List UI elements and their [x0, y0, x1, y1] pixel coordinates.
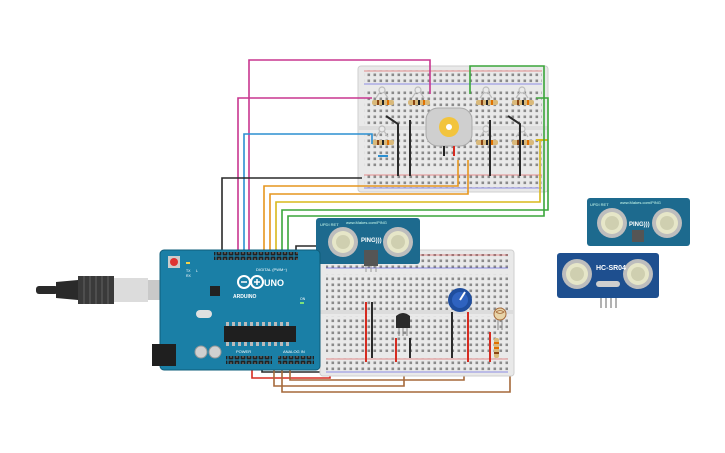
on-label: ON [300, 297, 306, 301]
ping-sensor-2: UPDI RET www.Makes.com/PING PING))) [587, 198, 690, 246]
board-brand: ARDUINO [233, 294, 256, 300]
ping-side-label: UPDI RET [320, 222, 339, 227]
potentiometer [448, 288, 472, 312]
tx-label: TX [186, 269, 191, 273]
lower-resistor [494, 338, 499, 358]
blue-wire [243, 133, 373, 256]
resistor [512, 140, 534, 145]
ping2-maker-line: www.Makes.com/PING [620, 200, 661, 205]
resistor [476, 100, 498, 105]
magenta-wire-2 [237, 97, 372, 256]
resistor [408, 100, 430, 105]
wires [221, 59, 549, 393]
l-label: L [196, 269, 198, 273]
ping-maker-line: www.Makes.com/PING [346, 220, 387, 225]
lower-breadboard [319, 249, 515, 377]
green-wire-2 [287, 65, 545, 256]
led [375, 86, 529, 138]
ping-sensor-1: UPDI RET www.Makes.com/PING PING))) [316, 218, 420, 272]
yellow-wire [275, 140, 541, 256]
digital-label: DIGITAL (PWM~) [256, 267, 288, 272]
orange-wire-1 [263, 160, 459, 256]
orange-wire-2 [269, 160, 469, 256]
rx-label: RX [186, 274, 192, 278]
ping2-side-label: UPDI RET [590, 202, 609, 207]
arduino-uno-board: UNO ARDUINO DIGITAL (PWM~) POWER ANALOG … [152, 249, 321, 371]
analog-label: ANALOG IN [283, 349, 305, 354]
arduino-logo [237, 275, 264, 289]
resistor [512, 100, 534, 105]
board-model: UNO [264, 278, 284, 288]
temperature-sensor [396, 313, 410, 336]
top-board-jumpers [378, 115, 548, 176]
led-resistor-group [372, 86, 534, 145]
lower-jumpers [365, 302, 491, 362]
ping-logo: PING))) [361, 238, 382, 244]
power-label: POWER [236, 349, 251, 354]
hc-label: HC-SR04 [596, 265, 626, 272]
resistor [476, 140, 498, 145]
resistor [372, 140, 394, 145]
ping2-logo: PING))) [629, 222, 650, 228]
dc-motor [425, 107, 473, 156]
photoresistor [493, 307, 507, 330]
black-wire-1 [221, 177, 362, 256]
usb-cable [36, 276, 170, 304]
hc-sr04-sensor: HC-SR04 [557, 253, 659, 308]
resistor [372, 100, 394, 105]
magenta-wire-1 [248, 59, 431, 256]
